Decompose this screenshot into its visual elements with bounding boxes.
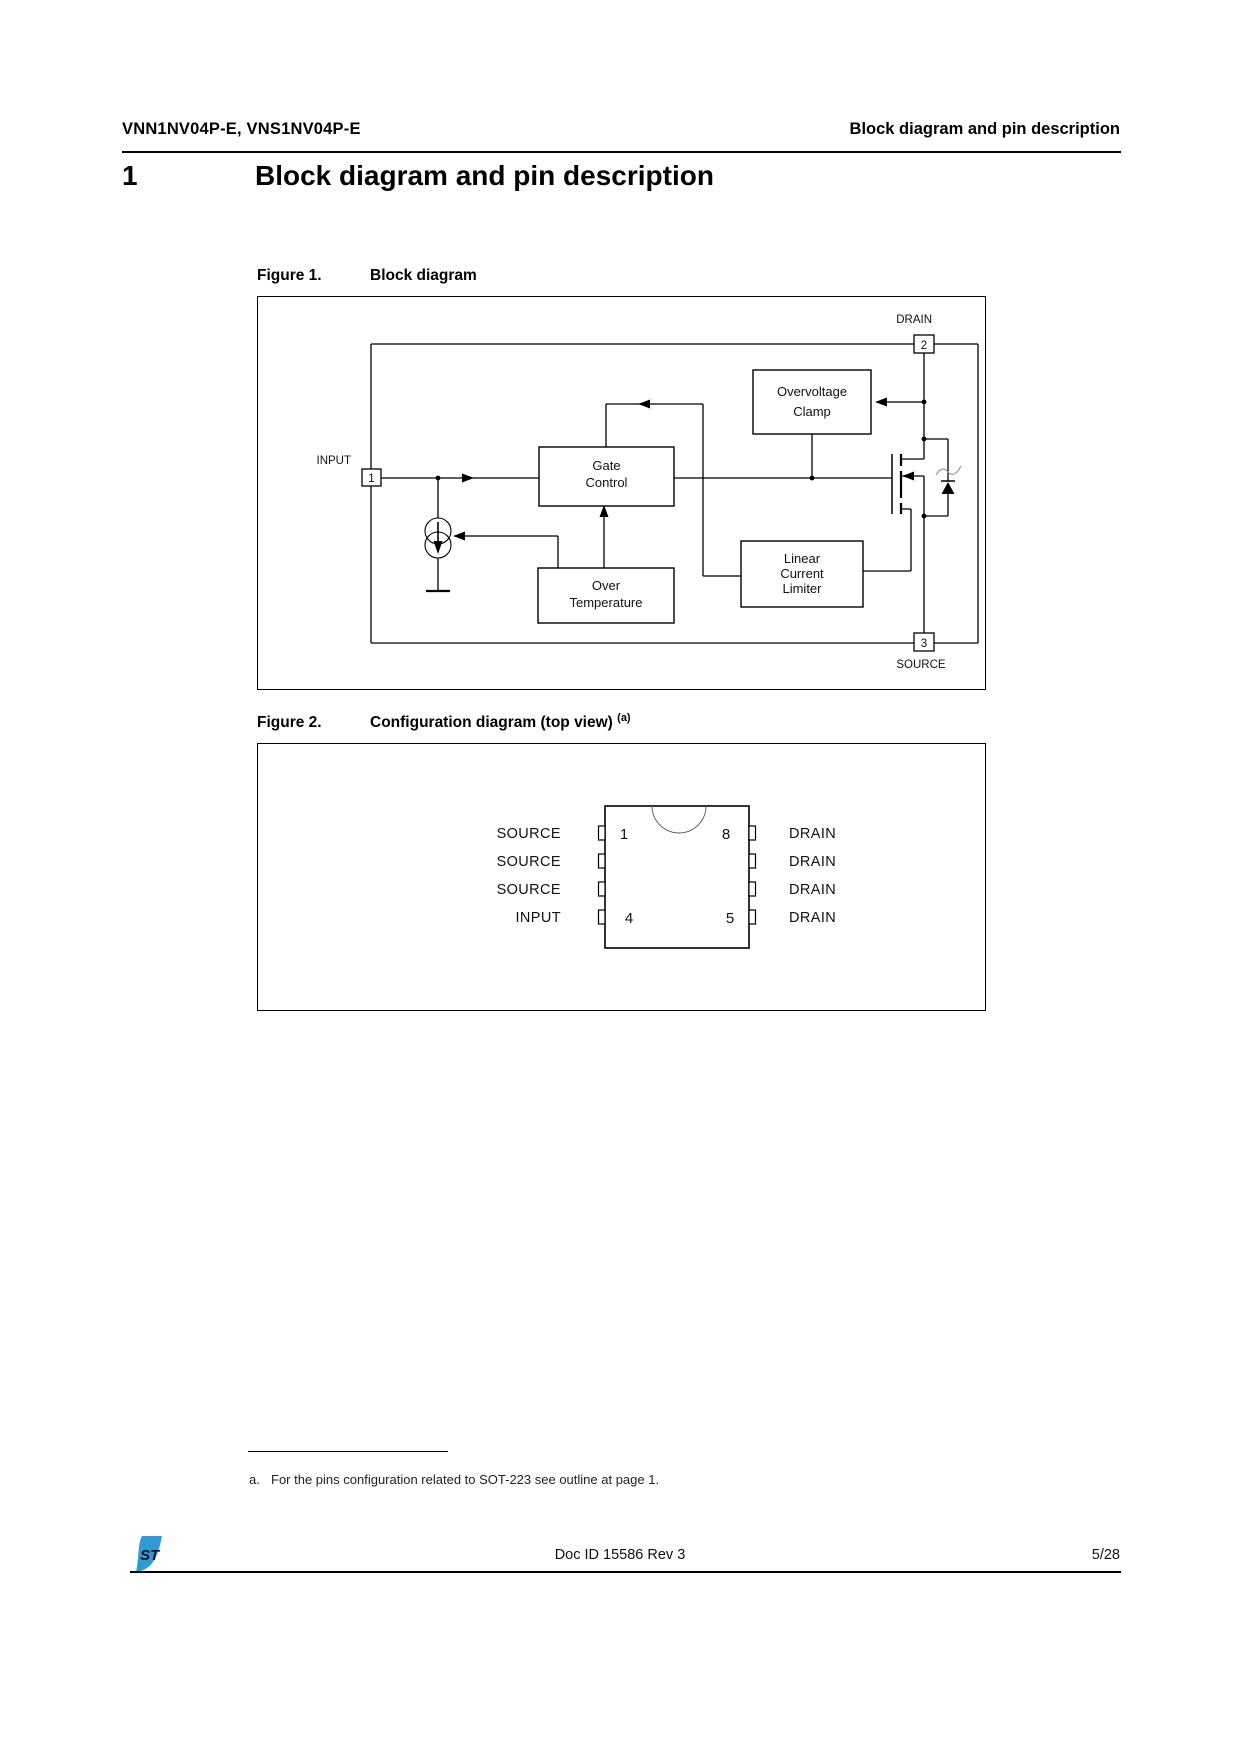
current-source-icon bbox=[424, 517, 452, 559]
input-arrowhead bbox=[462, 473, 474, 483]
header-chapter-title: Block diagram and pin description bbox=[849, 120, 1120, 138]
clamp-arrowhead bbox=[875, 397, 887, 407]
pkg-label-drain-1: DRAIN bbox=[789, 826, 836, 842]
junction-dots bbox=[435, 399, 927, 519]
overtemp-arrowhead bbox=[453, 531, 465, 541]
figure2-caption: Figure 2. Configuration diagram (top view… bbox=[257, 712, 631, 732]
figure1-label: Figure 1. bbox=[257, 267, 322, 284]
section-number: 1 bbox=[122, 160, 138, 191]
figure2-frame: 1 4 8 5 SOURCE SOURCE SOURCE INPUT DRAIN… bbox=[257, 743, 986, 1011]
mosfet-symbol bbox=[891, 454, 903, 514]
pkg-pin8-number: 8 bbox=[722, 826, 730, 843]
source-pin-label: SOURCE bbox=[896, 659, 946, 671]
package-outline bbox=[604, 805, 750, 949]
package-notch-icon bbox=[651, 805, 707, 834]
over-temperature-label-1: Over bbox=[592, 578, 621, 593]
pkg-label-input: INPUT bbox=[516, 910, 562, 926]
linear-current-limiter-block bbox=[740, 540, 864, 608]
over-temperature-label-2: Temperature bbox=[570, 595, 643, 610]
feedback-arrowhead bbox=[638, 399, 650, 409]
overtemp-up-arrowhead bbox=[599, 505, 609, 517]
section-heading: 1 Block diagram and pin description bbox=[122, 160, 1122, 192]
footer-doc-id: Doc ID 15586 Rev 3 bbox=[554, 1547, 686, 1563]
figure1-title: Block diagram bbox=[370, 267, 477, 284]
footnote-text: For the pins configuration related to SO… bbox=[271, 1472, 660, 1487]
header-rule bbox=[122, 151, 1121, 153]
chip-boundary bbox=[370, 343, 979, 644]
pkg-pin5-number: 5 bbox=[726, 910, 734, 927]
block-diagram-svg: INPUT DRAIN SOURCE 1 2 3 Overvoltage Cla… bbox=[317, 314, 979, 671]
pkg-label-drain-4: DRAIN bbox=[789, 910, 836, 926]
overvoltage-clamp-label-2: Clamp bbox=[793, 404, 831, 419]
header-part-numbers: VNN1NV04P-E, VNS1NV04P-E bbox=[122, 120, 361, 138]
linear-current-limiter-label-1: Linear bbox=[784, 551, 821, 566]
gate-control-block bbox=[538, 446, 675, 507]
overvoltage-clamp-label-1: Overvoltage bbox=[777, 384, 847, 399]
configuration-diagram-svg: 1 4 8 5 SOURCE SOURCE SOURCE INPUT DRAIN… bbox=[497, 805, 836, 949]
over-temperature-block bbox=[537, 567, 675, 624]
footnote: a. For the pins configuration related to … bbox=[249, 1472, 659, 1487]
figure1-frame: INPUT DRAIN SOURCE 1 2 3 Overvoltage Cla… bbox=[257, 296, 986, 690]
drain-pin-label: DRAIN bbox=[896, 314, 932, 326]
pkg-label-source-3: SOURCE bbox=[497, 882, 561, 898]
gate-control-label-2: Control bbox=[586, 475, 628, 490]
figure1-caption: Figure 1. Block diagram bbox=[257, 267, 477, 285]
footnote-marker: a. bbox=[249, 1472, 260, 1487]
st-logo-shape bbox=[136, 1536, 162, 1572]
zener-squiggle bbox=[935, 465, 962, 476]
wires bbox=[381, 353, 949, 633]
pkg-label-drain-3: DRAIN bbox=[789, 882, 836, 898]
pkg-pin1-number: 1 bbox=[620, 826, 628, 843]
pin-stubs bbox=[597, 825, 757, 925]
pkg-label-source-1: SOURCE bbox=[497, 826, 561, 842]
pkg-pin4-number: 4 bbox=[625, 910, 633, 927]
overvoltage-clamp-block bbox=[752, 369, 872, 435]
figure2-footnote-ref: (a) bbox=[617, 712, 631, 724]
pkg-label-drain-2: DRAIN bbox=[789, 854, 836, 870]
footnote-rule bbox=[248, 1451, 448, 1452]
st-logo: ST bbox=[136, 1535, 162, 1573]
linear-current-limiter-label-3: Limiter bbox=[782, 581, 822, 596]
footer-rule bbox=[130, 1571, 1121, 1573]
pin2-number: 2 bbox=[921, 340, 927, 352]
pin3-number: 3 bbox=[921, 638, 927, 650]
pkg-label-source-2: SOURCE bbox=[497, 854, 561, 870]
figure2-label: Figure 2. bbox=[257, 714, 322, 731]
footer-page-number: 5/28 bbox=[1091, 1547, 1120, 1563]
pin1-number: 1 bbox=[368, 473, 374, 485]
section-title: Block diagram and pin description bbox=[255, 160, 714, 191]
linear-current-limiter-label-2: Current bbox=[780, 566, 824, 581]
zener-diode-icon bbox=[935, 465, 962, 494]
gate-control-label-1: Gate bbox=[592, 458, 620, 473]
figure2-title: Configuration diagram (top view) bbox=[370, 714, 613, 731]
st-logo-text: ST bbox=[140, 1547, 161, 1564]
mosfet-body-arrowhead bbox=[902, 471, 914, 481]
input-pin-label: INPUT bbox=[317, 455, 352, 467]
